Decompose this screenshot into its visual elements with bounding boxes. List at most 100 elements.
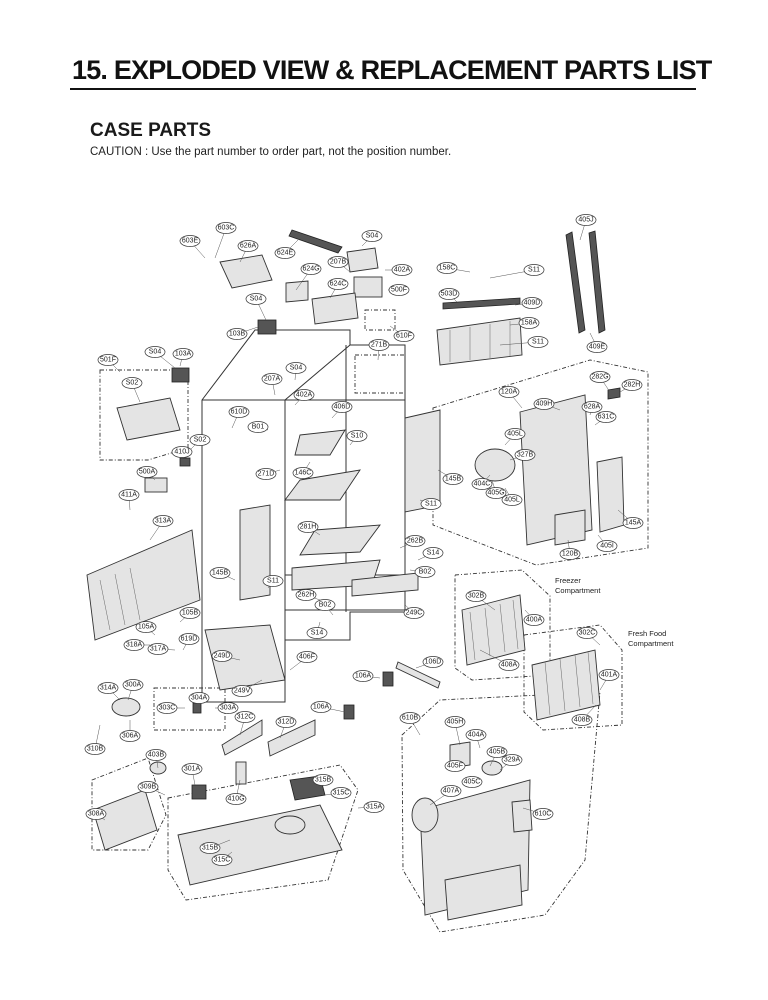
callout-402a-28: 402A bbox=[293, 389, 315, 406]
callout-label: 315C bbox=[333, 790, 350, 797]
callout-145a-93: 145A bbox=[617, 509, 644, 529]
callout-label: 405F bbox=[447, 763, 463, 770]
callout-bubble bbox=[363, 801, 385, 813]
callout-label: S11 bbox=[267, 578, 279, 585]
callout-label: 410J bbox=[174, 449, 189, 456]
callout-bubble bbox=[414, 566, 436, 578]
callout-label: 106D bbox=[425, 659, 442, 666]
callout-label: 313A bbox=[155, 518, 172, 525]
callout-label: 309B bbox=[140, 784, 157, 791]
callout-s14-53: S14 bbox=[306, 621, 328, 639]
callout-label: 318A bbox=[126, 642, 143, 649]
callout-label: 105A bbox=[138, 624, 155, 631]
callout-409h-83: 409H bbox=[533, 398, 561, 411]
callout-603e-1: 603E bbox=[179, 235, 206, 259]
callout-407a-109: 407A bbox=[429, 785, 462, 806]
callout-315c-78: 315C bbox=[324, 787, 352, 799]
callout-label: 317A bbox=[150, 646, 167, 653]
callout-bubble bbox=[581, 401, 603, 413]
callout-bubble bbox=[255, 468, 277, 480]
callout-105b-51: 105B bbox=[179, 607, 201, 623]
callout-label: 312D bbox=[278, 719, 295, 726]
callout-bubble bbox=[471, 478, 493, 490]
callout-bubble bbox=[438, 288, 460, 300]
callout-408a-98: 408A bbox=[479, 649, 520, 671]
callout-label: 624C bbox=[330, 281, 347, 288]
callout-label: 315B bbox=[315, 777, 332, 784]
callout-s14-44: S14 bbox=[417, 547, 444, 561]
callout-label: S04 bbox=[290, 365, 303, 372]
callout-label: S04 bbox=[250, 296, 263, 303]
callout-label: 282H bbox=[624, 382, 641, 389]
callout-b01-31: B01 bbox=[247, 421, 269, 433]
callout-bubble bbox=[314, 599, 336, 611]
callout-label: 145A bbox=[625, 520, 642, 527]
callout-145b-46: 145B bbox=[209, 567, 236, 581]
callout-300a-61: 300A bbox=[122, 679, 144, 701]
callout-bubble bbox=[293, 389, 315, 401]
callout-312d-69: 312D bbox=[275, 716, 297, 739]
callout-label: 310B bbox=[87, 746, 104, 753]
callout-318a-54: 318A bbox=[123, 639, 150, 651]
callout-308a-76: 308A bbox=[85, 808, 107, 821]
callout-610d-30: 610D bbox=[228, 406, 250, 429]
callout-label: 281H bbox=[300, 524, 317, 531]
callout-bubble bbox=[331, 401, 353, 413]
callout-bubble bbox=[388, 284, 410, 296]
callout-327b-89: 327B bbox=[509, 449, 536, 461]
callout-label: 249C bbox=[406, 610, 423, 617]
callout-313a-39: 313A bbox=[149, 515, 174, 541]
freezer-label-line2: Compartment bbox=[555, 586, 601, 595]
callout-626a-2: 626A bbox=[237, 240, 259, 263]
callout-bubble bbox=[465, 590, 487, 602]
callout-bubble bbox=[97, 354, 119, 366]
callout-label: S10 bbox=[351, 433, 364, 440]
callout-bubble bbox=[178, 633, 200, 645]
callout-label: 503D bbox=[441, 291, 458, 298]
callout-bubble bbox=[576, 627, 598, 639]
callout-bubble bbox=[119, 730, 141, 742]
top-parts bbox=[116, 229, 606, 467]
callout-label: 302C bbox=[579, 630, 596, 637]
callout-bubble bbox=[172, 348, 194, 360]
callout-bubble bbox=[179, 235, 201, 247]
callout-label: 329A bbox=[504, 757, 521, 764]
callout-106d-59: 106D bbox=[415, 656, 444, 669]
callout-282g-84: 282G bbox=[589, 371, 611, 393]
callout-120a-82: 120A bbox=[498, 386, 523, 409]
callout-label: 106A bbox=[355, 673, 372, 680]
callout-label: 400A bbox=[526, 617, 543, 624]
callout-408b-101: 408B bbox=[571, 704, 597, 726]
callout-label: 406D bbox=[334, 404, 351, 411]
callout-bubble bbox=[330, 787, 352, 799]
callout-s04-22: S04 bbox=[144, 346, 176, 369]
callout-bubble bbox=[247, 421, 269, 433]
right-parts bbox=[411, 387, 625, 921]
callout-s04-10: S04 bbox=[245, 293, 267, 321]
callout-label: 158A bbox=[521, 320, 538, 327]
callout-label: S14 bbox=[311, 630, 324, 637]
callout-406d-29: 406D bbox=[331, 401, 353, 419]
callout-label: 405I bbox=[600, 543, 614, 550]
callout-bubble bbox=[444, 760, 466, 772]
callout-409d-17: 409D bbox=[514, 297, 543, 309]
callout-label: 207A bbox=[264, 376, 281, 383]
callout-s11-19: S11 bbox=[499, 336, 549, 348]
callout-bubble bbox=[327, 256, 349, 268]
callout-bubble bbox=[262, 575, 284, 587]
callout-label: 410G bbox=[227, 796, 244, 803]
callout-bubble bbox=[532, 808, 554, 820]
callout-bubble bbox=[261, 373, 283, 385]
callout-s02-33: S02 bbox=[189, 434, 211, 451]
callout-bubble bbox=[575, 214, 597, 226]
callout-bubble bbox=[295, 589, 317, 601]
callout-bubble bbox=[485, 487, 507, 499]
callout-bubble bbox=[622, 517, 644, 529]
callout-label: S02 bbox=[126, 380, 139, 387]
callout-500f-9: 500F bbox=[388, 284, 410, 296]
callout-314a-62: 314A bbox=[97, 682, 121, 701]
callout-bubble bbox=[225, 793, 247, 805]
callout-bubble bbox=[527, 336, 549, 348]
callout-bubble bbox=[442, 473, 464, 485]
callout-label: 407A bbox=[443, 788, 460, 795]
